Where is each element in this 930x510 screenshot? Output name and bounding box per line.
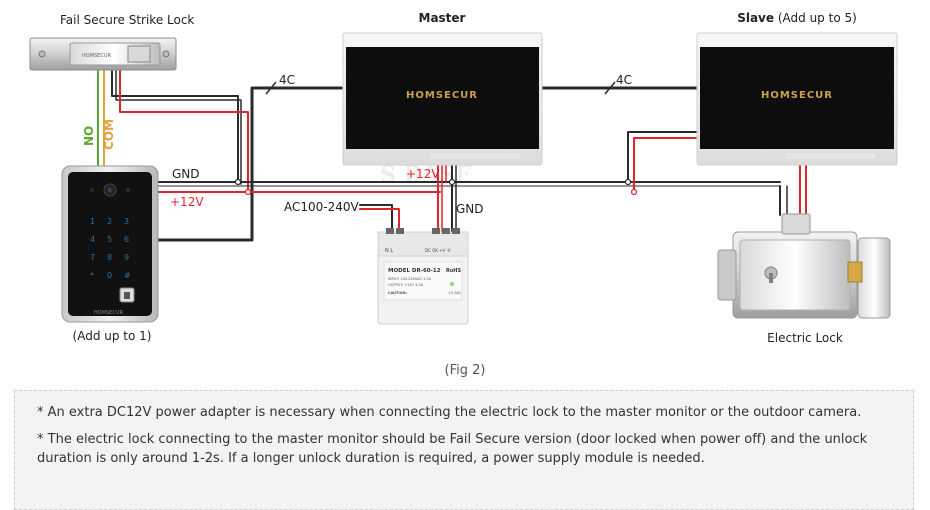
keyhole-icon [769, 273, 773, 283]
junction-dot [244, 188, 252, 196]
junctions [234, 178, 638, 196]
wire-4c-keypad-to-master [156, 86, 347, 242]
psu-terminal [452, 228, 460, 234]
keypad-station: 1 2 3 4 5 6 7 8 9 * 0 # HOMSECUR [61, 165, 159, 323]
key-4: 4 [90, 235, 95, 244]
slave-monitor: HOMSECUR [696, 32, 898, 166]
key-6: 6 [124, 235, 129, 244]
master-monitor: HOMSECUR [342, 32, 543, 166]
psu-output-label: OUTPUT: +12V 4.5A [388, 283, 424, 287]
note-adapter: * An extra DC12V power adapter is necess… [37, 405, 862, 420]
slave-brand-logo: HOMSECUR [761, 90, 833, 101]
master-button-strip [430, 153, 520, 159]
key-1: 1 [90, 217, 95, 226]
strike-lock-screw-icon [162, 50, 170, 58]
junction-dot [448, 178, 456, 186]
wires [97, 69, 807, 242]
keypad-keys: 1 2 3 4 5 6 7 8 9 * 0 # [90, 217, 131, 280]
slave-label: Slave (Add up to 5) [737, 11, 857, 25]
wire-label-com: COM [102, 119, 116, 150]
wire-strike-black [111, 69, 239, 185]
electric-lock-connector [781, 213, 811, 235]
electric-lock-bolt [847, 261, 863, 283]
key-9: 9 [124, 253, 129, 262]
wire-slave-black [627, 131, 701, 185]
wire-label-4c-left: 4C [279, 73, 295, 87]
psu-adj-label: +V ADJ [448, 291, 461, 295]
wire-label-12v-center: +12V [406, 167, 440, 181]
junction-dot [630, 188, 638, 196]
psu-rohs-label: RoHS [446, 268, 461, 274]
electric-lock-label: Electric Lock [767, 331, 843, 345]
key-5: 5 [107, 235, 112, 244]
wire-tick-4c-left [265, 81, 277, 95]
slave-button-strip [785, 153, 875, 159]
electric-lock-inner [739, 239, 851, 311]
psu-caution-label: CAUTION: [388, 291, 408, 295]
keypad-face [68, 172, 152, 316]
psu-label-panel [383, 261, 463, 301]
psu-terminal [396, 228, 404, 234]
strike-lock-label: Fail Secure Strike Lock [60, 13, 194, 27]
power-supply: N L DC OK +V -V MODEL DR-60-12 RoHS INPU… [377, 228, 469, 325]
wire-ac-black [359, 204, 393, 233]
master-screen [346, 47, 539, 149]
keypad-caption: (Add up to 1) [73, 329, 152, 343]
wire-label-gnd-left: GND [172, 167, 200, 181]
wire-strike-black-2 [115, 69, 242, 185]
junction-dot [234, 178, 242, 186]
strike-lock: HOMSECUR [29, 37, 177, 71]
psu-terminal [432, 228, 440, 234]
wiring-diagram: HOMSECUR 1 2 3 4 5 6 7 8 9 * 0 # HOMSECU… [29, 11, 898, 345]
electric-lock-strike [857, 237, 891, 319]
wire-ac-red [359, 208, 400, 233]
wire-tick-4c-right [604, 81, 616, 95]
psu-led-icon [450, 282, 454, 286]
psu-nl-label: N L [385, 248, 393, 254]
psu-terminal [442, 228, 450, 234]
electric-lock [717, 213, 891, 319]
psu-input-label: INPUT: 100-240VAC 1.5A [388, 277, 432, 281]
psu-top-section [377, 231, 469, 257]
strike-lock-brand: HOMSECUR [82, 53, 111, 59]
camera-lens-icon [107, 187, 113, 193]
wire-slave-red [633, 137, 701, 193]
ir-led-icon [90, 188, 94, 192]
note-fail-secure: * The electric lock connecting to the ma… [37, 432, 868, 466]
wire-label-gnd-center: GND [456, 202, 484, 216]
key-8: 8 [107, 253, 112, 262]
wire-label-12v-left: +12V [170, 195, 204, 209]
figure-caption: (Fig 2) [444, 363, 486, 378]
notes-box: * An extra DC12V power adapter is necess… [14, 390, 914, 510]
slave-screen [700, 47, 894, 149]
slave-label-bold: Slave [737, 11, 774, 25]
psu-terminal [386, 228, 394, 234]
wire-label-ac: AC100-240V [284, 200, 360, 214]
ir-led-icon [126, 188, 130, 192]
key-7: 7 [90, 253, 95, 262]
slave-label-rest: (Add up to 5) [774, 11, 857, 25]
electric-lock-side-left [717, 249, 737, 301]
strike-lock-latch [127, 45, 151, 63]
call-button-icon [124, 292, 130, 299]
key-2: 2 [107, 217, 112, 226]
master-brand-logo: HOMSECUR [406, 90, 478, 101]
key-hash: # [124, 271, 131, 280]
key-3: 3 [124, 217, 129, 226]
wire-label-4c-right: 4C [616, 73, 632, 87]
key-star: * [90, 271, 94, 280]
strike-lock-screw-icon [38, 50, 46, 58]
junction-dot [624, 178, 632, 186]
psu-model-label: MODEL DR-60-12 [388, 268, 441, 274]
wire-label-no: NO [82, 126, 96, 146]
key-0: 0 [107, 271, 112, 280]
keypad-brand: HOMSECUR [94, 310, 123, 316]
psu-dc-label: DC OK +V -V [425, 248, 451, 253]
wire-strike-red [119, 69, 249, 193]
watermark-text: S BASE [380, 162, 472, 188]
master-label: Master [419, 11, 466, 25]
